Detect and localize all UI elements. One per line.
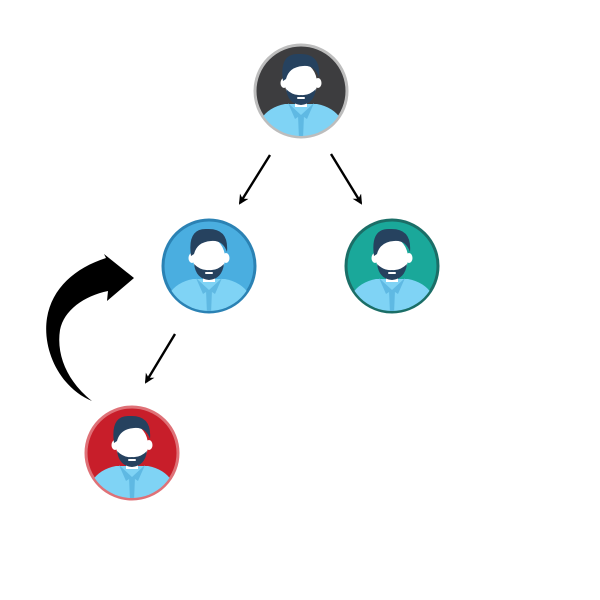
node-bottom-left[interactable]: [84, 405, 180, 503]
man-avatar-icon: [87, 415, 177, 498]
node-middle-left[interactable]: [161, 218, 257, 316]
man-avatar-icon: [256, 53, 346, 136]
edge-arrow-middle-left-to-bottom-left: [144, 333, 177, 384]
edges-layer: [144, 153, 363, 384]
node-top[interactable]: [253, 43, 349, 141]
curved-arrow-icon: [46, 254, 135, 401]
node-middle-right[interactable]: [344, 218, 440, 316]
nodes-layer: [84, 43, 440, 503]
edge-arrow-top-to-middle-right: [329, 153, 363, 205]
edge-arrow-top-to-middle-left: [238, 154, 272, 205]
curved-arrow-layer: [46, 254, 135, 401]
